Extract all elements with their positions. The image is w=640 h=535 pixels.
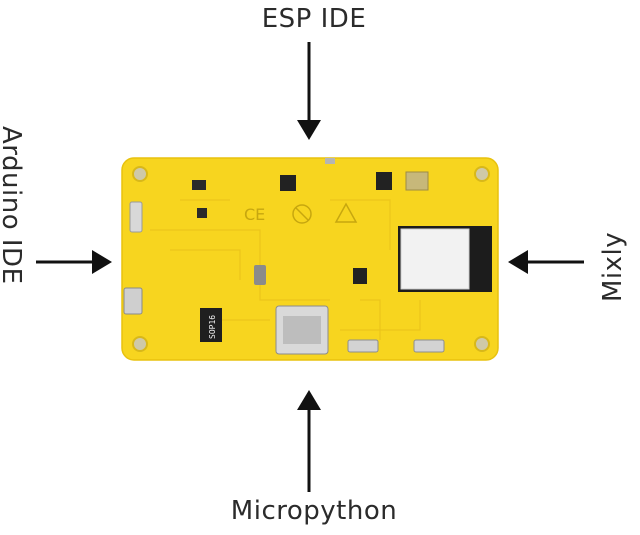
- usb-port: [123, 287, 143, 315]
- svg-text:CE: CE: [244, 205, 265, 224]
- esp-ide-label: ESP IDE: [261, 4, 367, 34]
- arrow-left: [36, 250, 112, 274]
- sop16-chip: SOP16: [200, 308, 222, 342]
- mounting-hole: [132, 166, 490, 352]
- certification-marks: CE: [244, 202, 358, 224]
- esp32-module: [398, 226, 492, 292]
- arrow-right: [508, 250, 584, 274]
- micropython-label: Micropython: [230, 496, 398, 526]
- arrow-bottom: [297, 390, 321, 492]
- pcb-board: SOP16 CE: [121, 157, 499, 361]
- sop16-marking: SOP16: [208, 315, 217, 339]
- connector-left-top: [129, 201, 143, 233]
- arrow-top: [297, 42, 321, 140]
- sd-card-slot: [275, 305, 329, 355]
